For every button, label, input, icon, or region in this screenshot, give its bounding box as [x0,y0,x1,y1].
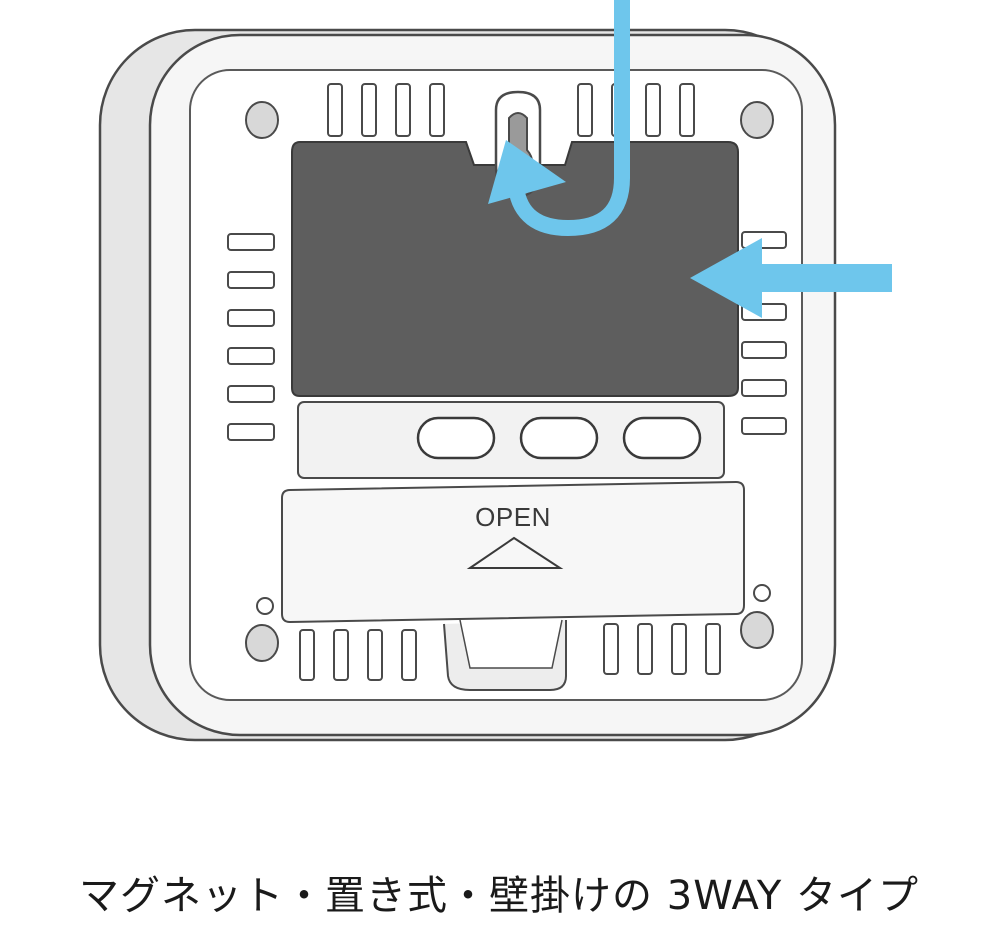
back-button-1 [416,416,496,460]
back-button-3 [622,416,702,460]
open-label: OPEN [475,502,551,532]
curved-arrow-icon [488,0,630,237]
button-bar [297,401,725,479]
back-button-2 [519,416,599,460]
caption: マグネット・置き式・壁掛けの 3WAY タイプ [79,873,919,919]
battery-cover: OPEN [281,480,745,691]
right-vents [741,231,787,435]
device-back-illustration: OPEN [98,0,892,742]
left-vents [227,233,275,441]
buttons [416,416,702,460]
left-arrow-icon [690,238,892,318]
corner-screw-holes [245,101,774,662]
up-triangle-icon [466,536,564,569]
bottom-vents [299,623,721,681]
magnet-plate [291,141,739,397]
